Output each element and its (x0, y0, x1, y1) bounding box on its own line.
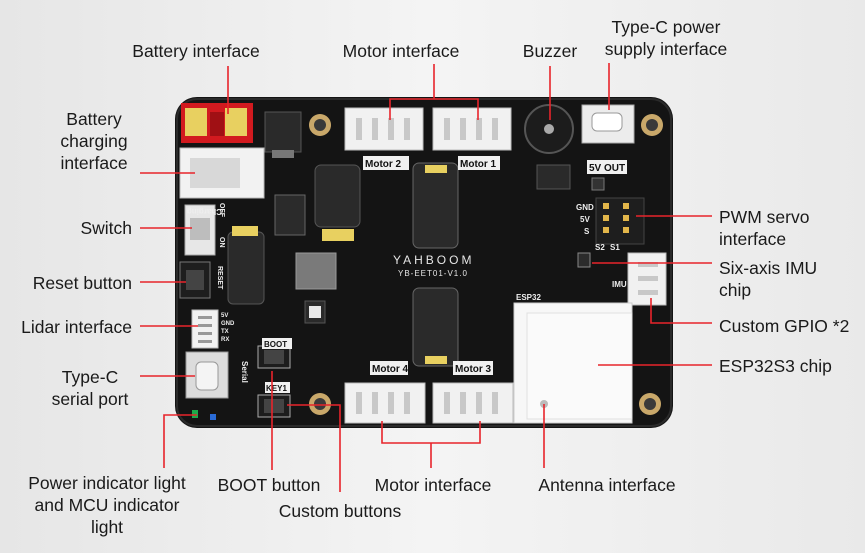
silk-5v: 5V (580, 215, 590, 224)
silk-lidar-gnd: GND (221, 321, 235, 327)
silk-lidar-tx: TX (221, 329, 229, 335)
silk-motor-3: Motor 3 (455, 364, 492, 375)
silk-serial: Serial (240, 361, 249, 383)
silk-s: S (584, 227, 590, 236)
label-typec-power: Type-C power supply interface (604, 17, 728, 59)
silk-imu: IMU (612, 280, 627, 289)
label-motor-interface-bottom: Motor interface (374, 475, 492, 495)
pwm-header (595, 197, 645, 245)
silk-lidar-5v: 5V (221, 313, 228, 319)
imu-part (577, 252, 591, 268)
silk-key1: KEY1 (266, 384, 287, 393)
label-pwm-servo: PWM servo interface (719, 207, 810, 249)
label-boot-button: BOOT button (217, 475, 321, 495)
silk-5v-out: 5V OUT (589, 163, 625, 174)
label-lidar-interface: Lidar interface (21, 317, 132, 337)
label-typec-serial: Type-C serial port (51, 367, 129, 409)
label-esp32-chip: ESP32S3 chip (719, 356, 832, 376)
silk-motor-1: Motor 1 (460, 159, 497, 170)
label-power-indicator: Power indicator light and MCU indicator … (28, 473, 186, 537)
label-custom-buttons: Custom buttons (278, 501, 402, 521)
motor-connector-4 (344, 382, 426, 424)
label-custom-gpio: Custom GPIO *2 (719, 316, 850, 336)
silk-on: ON (218, 237, 225, 248)
label-battery-charging: Battery charging interface (60, 109, 128, 173)
silk-charging: Charging (187, 207, 222, 216)
silk-reset: RESET (216, 266, 223, 290)
silk-s2: S2 (595, 243, 605, 252)
silk-off: OFF (218, 203, 225, 218)
silk-motor-2: Motor 2 (365, 159, 402, 170)
motor-connector-1 (432, 107, 512, 151)
label-motor-interface-top: Motor interface (342, 41, 460, 61)
label-reset-button: Reset button (32, 273, 132, 293)
battery-connector (181, 103, 253, 143)
silk-s1: S1 (610, 243, 620, 252)
motor-connector-3 (432, 382, 514, 424)
label-imu-chip: Six-axis IMU chip (719, 258, 818, 300)
silk-boot: BOOT (264, 340, 287, 349)
silk-motor-4: Motor 4 (372, 364, 409, 375)
leader-lines (140, 63, 712, 492)
silk-gnd: GND (576, 203, 594, 212)
label-antenna-interface: Antenna interface (538, 475, 676, 495)
mounting-holes (309, 114, 663, 415)
label-buzzer: Buzzer (522, 41, 578, 61)
board-brand: YAHBOOM (393, 253, 474, 267)
silk-esp32: ESP32 (516, 293, 541, 302)
label-battery-interface: Battery interface (132, 41, 260, 61)
silk-lidar-rx: RX (221, 337, 229, 343)
label-switch: Switch (80, 218, 132, 238)
buzzer-part (524, 104, 574, 154)
motor-connector-2 (344, 107, 424, 151)
board-model: YB-EET01-V1.0 (398, 269, 468, 278)
